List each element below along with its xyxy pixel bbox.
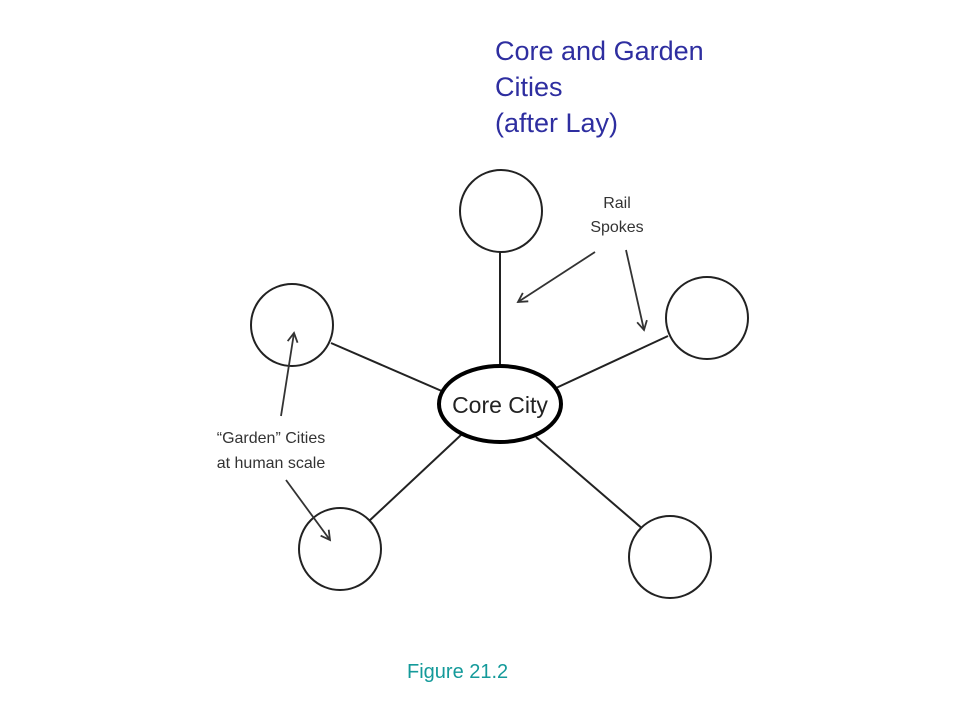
spoke-lower-left	[367, 434, 462, 523]
diagram-title: Core and Garden Cities (after Lay)	[495, 33, 704, 141]
garden-cities	[250, 169, 749, 599]
rail-arrows	[516, 249, 648, 332]
figure-caption: Figure 21.2	[407, 661, 509, 683]
garden-arrows	[280, 331, 332, 542]
title-line-3: (after Lay)	[495, 108, 619, 138]
garden-label-line-1: “Garden” Cities	[217, 430, 325, 447]
title-line-2: Cities	[495, 72, 563, 102]
title-line-1: Core and Garden	[495, 36, 704, 66]
rail-label-line-2: Spokes	[590, 219, 643, 236]
rail-arrow-right	[625, 249, 648, 332]
rail-spokes	[330, 250, 669, 531]
rail-arrow-left	[516, 251, 596, 304]
core-city-ellipse	[437, 364, 563, 444]
garden-city-lower-right	[628, 515, 712, 599]
garden-arrow-up	[280, 331, 299, 417]
core-city-label: Core City	[452, 392, 548, 418]
spoke-upper-right	[555, 335, 669, 389]
spoke-lower-right	[535, 436, 645, 531]
garden-city-top	[459, 169, 543, 253]
garden-city-upper-right	[665, 276, 749, 360]
garden-label-line-2: at human scale	[217, 455, 326, 472]
rail-label-line-1: Rail	[603, 195, 631, 212]
garden-city-upper-left	[250, 283, 334, 367]
garden-city-lower-left	[298, 507, 382, 591]
spoke-upper-left	[330, 342, 445, 393]
garden-arrow-down	[285, 479, 332, 542]
